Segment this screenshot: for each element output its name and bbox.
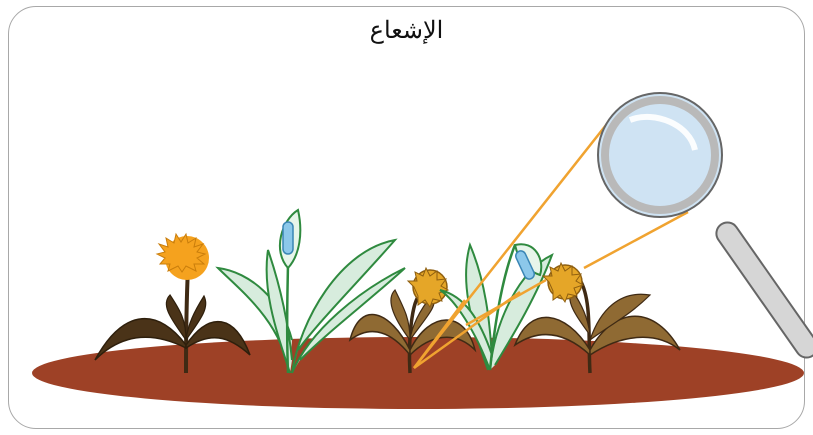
dandelion-flower (157, 234, 209, 280)
wilted-flower (408, 268, 448, 307)
blue-flower-spike (283, 222, 293, 254)
wilted-flower-2 (543, 263, 583, 302)
